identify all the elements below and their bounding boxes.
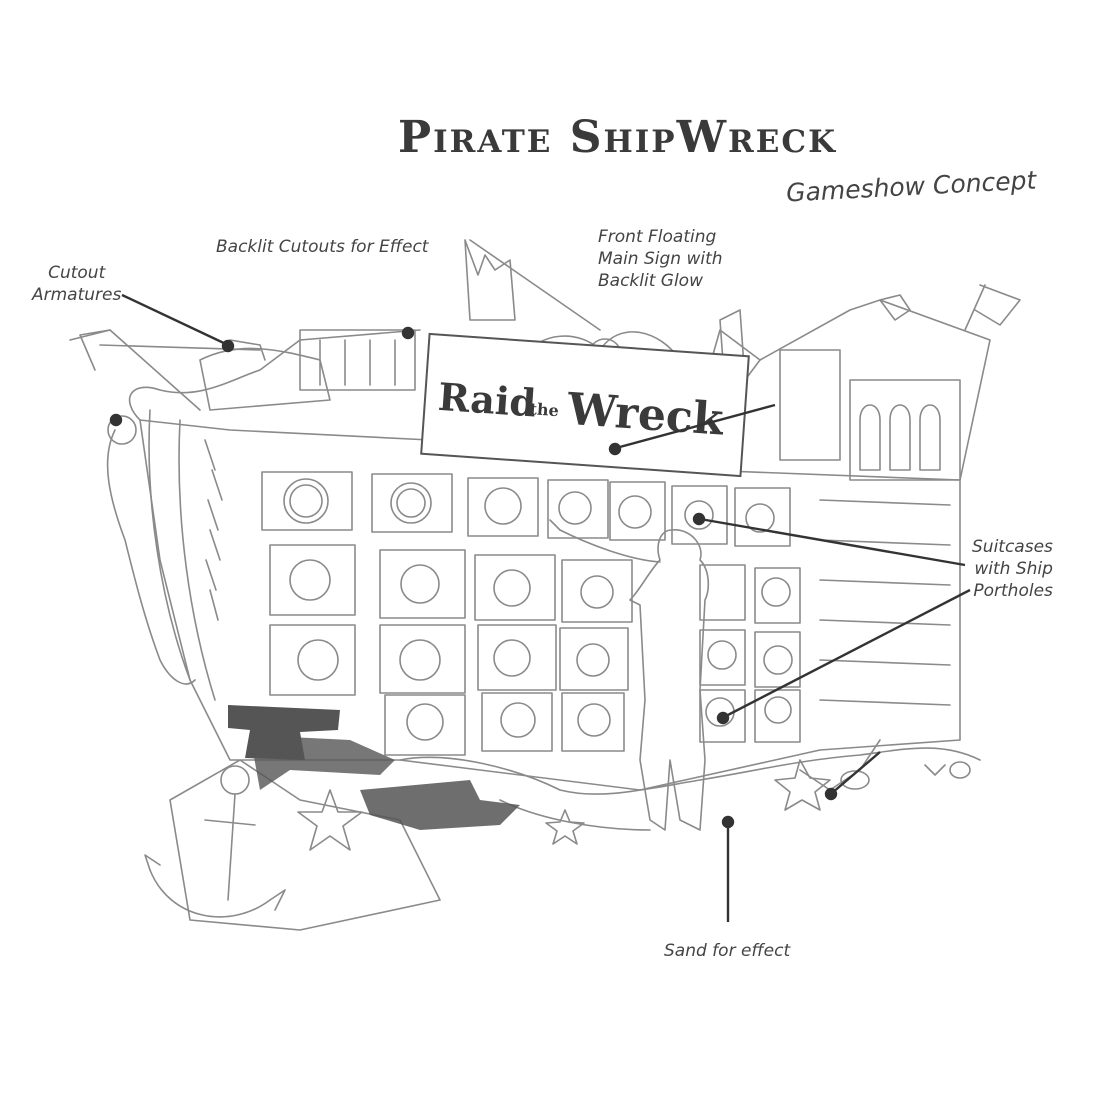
broken-mast — [464, 239, 516, 321]
debris-tarp — [169, 759, 441, 931]
leader-dot — [692, 512, 706, 526]
bow-cutout — [199, 347, 331, 411]
sand-mound — [399, 747, 981, 795]
leader-suitcases-top — [699, 517, 966, 567]
annotation-cutout-armatures: Cutout Armatures — [32, 263, 122, 305]
debris-shadow-dark — [250, 735, 395, 790]
bowsprit — [69, 329, 201, 411]
sign-word-wreck: Wreck — [565, 384, 727, 446]
leader-sand-right — [831, 751, 881, 794]
annotation-suitcases: Suitcases with Ship Portholes — [972, 537, 1053, 601]
debris-plank-dark-2 — [360, 780, 520, 830]
leader-dot — [721, 815, 735, 829]
debris-star — [297, 789, 363, 851]
leader-dot — [716, 711, 730, 725]
leader-dot — [608, 442, 622, 456]
leader-dot — [221, 339, 235, 353]
annotation-backlit-cutouts: Backlit Cutouts for Effect — [216, 237, 429, 257]
leader-suitcases-bottom — [723, 588, 971, 719]
contestant-figure — [629, 529, 710, 831]
annotation-front-sign: Front Floating Main Sign with Backlit Gl… — [598, 227, 723, 291]
callout-lines — [109, 293, 971, 922]
shell — [840, 770, 870, 790]
starfish-center — [545, 809, 585, 845]
leader-front-sign — [615, 403, 776, 450]
anchor-chain — [204, 439, 223, 621]
sign-word-raid: Raid — [437, 374, 538, 426]
leader-dot — [109, 413, 123, 427]
main-sign: Raid the Wreck — [420, 332, 750, 478]
anchor-icon — [144, 765, 286, 918]
suitcase-grid — [269, 544, 801, 756]
ship-bow — [128, 329, 421, 421]
annotation-sand: Sand for effect — [664, 941, 791, 961]
stern-flag — [964, 284, 986, 331]
deck-rail — [299, 329, 416, 391]
leader-dot — [824, 787, 838, 801]
porthole-row — [261, 471, 791, 547]
page-title: Pirate ShipWreck — [398, 112, 838, 163]
sign-word-the: the — [529, 399, 559, 420]
starfish-right — [774, 759, 831, 811]
leader-cutout-armatures — [121, 293, 229, 347]
figurehead — [106, 429, 196, 685]
leader-dot — [401, 326, 415, 340]
stern-castle — [719, 299, 991, 481]
